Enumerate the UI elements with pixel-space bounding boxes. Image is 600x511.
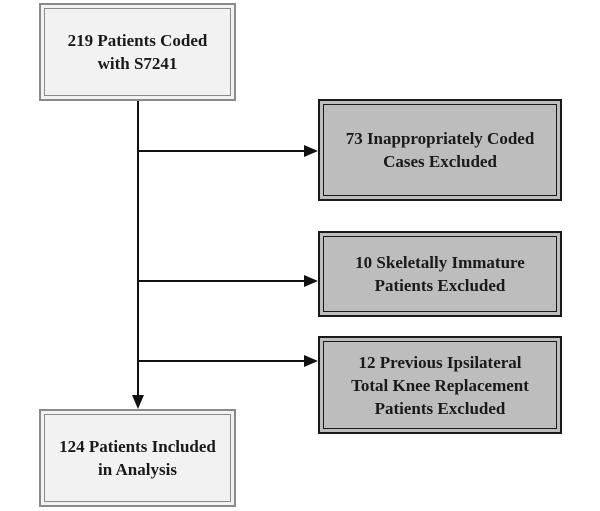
arrow-head-exclusion-3 <box>304 355 318 367</box>
arrow-head-exclusion-2 <box>304 275 318 287</box>
exclusion-box-1: 73 Inappropriately Coded Cases Excluded <box>318 99 562 201</box>
exclusion-box-3: 12 Previous Ipsilateral Total Knee Repla… <box>318 336 562 434</box>
arrow-head-exclusion-1 <box>304 145 318 157</box>
result-box-text: 124 Patients Included in Analysis <box>59 435 216 481</box>
exclusion-1-line-2: Cases Excluded <box>383 152 497 171</box>
start-line-1: 219 Patients Coded <box>67 31 208 50</box>
exclusion-3-line-1: 12 Previous Ipsilateral <box>358 352 522 372</box>
exclusion-box-2: 10 Skeletally Immature Patients Excluded <box>318 231 562 317</box>
exclusion-2-text: 10 Skeletally Immature Patients Excluded <box>355 251 525 297</box>
exclusion-1-text: 73 Inappropriately Coded Cases Excluded <box>346 127 535 173</box>
exclusion-3-line-3: Patients Excluded <box>374 398 506 418</box>
start-box-text: 219 Patients Coded with S7241 <box>68 29 208 75</box>
result-line-2: in Analysis <box>98 460 177 479</box>
start-box: 219 Patients Coded with S7241 <box>39 3 236 101</box>
start-line-2: with S7241 <box>97 54 178 73</box>
exclusion-2-line-2: Patients Excluded <box>374 276 506 295</box>
exclusion-2-line-1: 10 Skeletally Immature <box>355 253 525 272</box>
arrow-head-to-result <box>132 395 144 409</box>
result-line-1: 124 Patients Included <box>59 437 216 456</box>
exclusion-3-text: 12 Previous Ipsilateral Total Knee Repla… <box>351 351 529 420</box>
exclusion-1-line-1: 73 Inappropriately Coded <box>345 129 535 148</box>
exclusion-3-line-2: Total Knee Replacement <box>351 375 529 395</box>
result-box: 124 Patients Included in Analysis <box>39 409 236 507</box>
